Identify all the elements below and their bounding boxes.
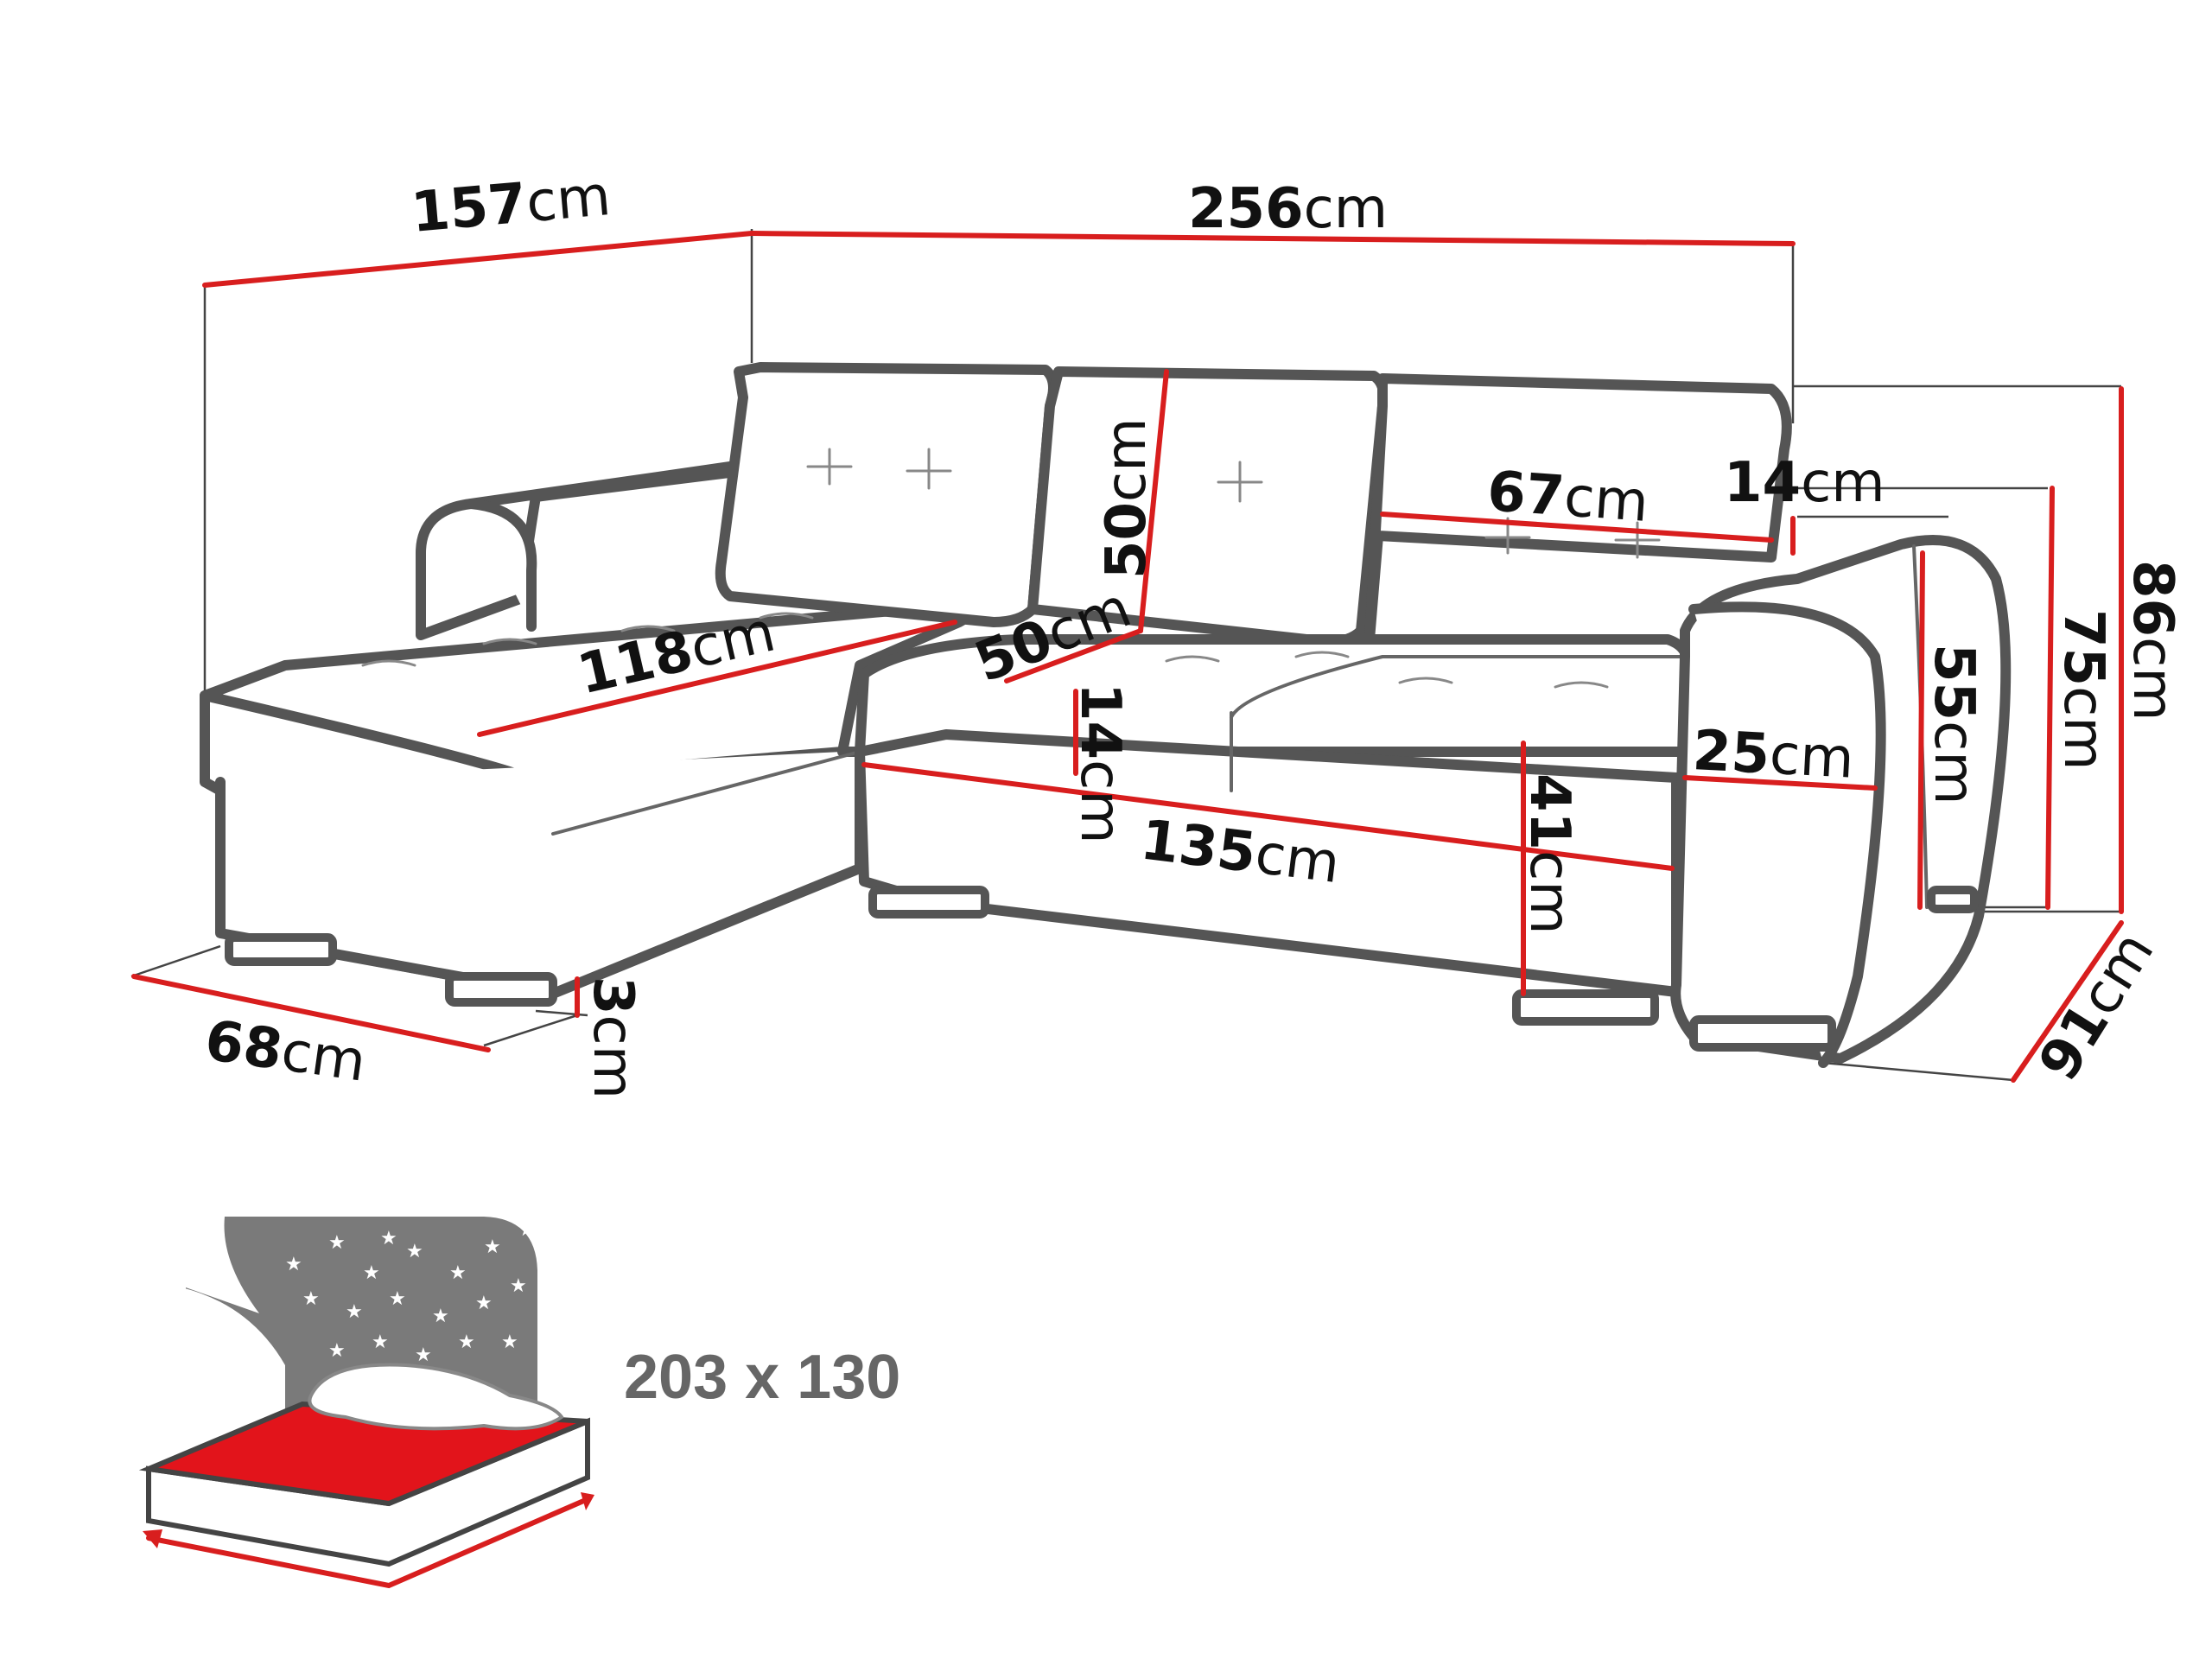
sleep-function-icon: ★★★ ★★★ ★★★ ★★★ ★★★ ★★★ ★★★ bbox=[138, 1217, 594, 1589]
dim-line-seat-depth-50 bbox=[1004, 628, 1143, 683]
svg-text:★: ★ bbox=[328, 1232, 346, 1254]
svg-text:★: ★ bbox=[449, 1262, 467, 1284]
label-back-50: 50cm bbox=[1095, 417, 1159, 579]
svg-text:★: ★ bbox=[510, 1275, 527, 1297]
svg-text:★: ★ bbox=[328, 1340, 346, 1362]
dim-line-135 bbox=[861, 762, 1675, 871]
label-25: 25cm bbox=[1691, 719, 1855, 791]
back-cushion-right bbox=[1364, 373, 1792, 645]
back-cushion-left bbox=[715, 362, 1058, 627]
svg-text:★: ★ bbox=[389, 1288, 406, 1310]
dim-line-91 bbox=[2011, 920, 2124, 1083]
label-86: 86cm bbox=[2120, 560, 2184, 721]
svg-text:★: ★ bbox=[380, 1228, 397, 1249]
star-icon: ★★★ ★★★ ★★★ ★★★ ★★★ ★★★ ★★★ bbox=[207, 1219, 536, 1388]
label-256: 256cm bbox=[1188, 177, 1388, 241]
dim-line-157 bbox=[202, 231, 754, 288]
foot-3 bbox=[868, 886, 989, 918]
dim-line-256 bbox=[749, 231, 1796, 246]
dim-line-118 bbox=[477, 620, 957, 737]
label-75: 75cm bbox=[2051, 609, 2115, 771]
foot-6 bbox=[1927, 886, 1979, 913]
dim-line-68 bbox=[131, 974, 491, 1052]
bed-size-label: 203 x 130 bbox=[624, 1343, 900, 1412]
label-14-seat: 14cm bbox=[1068, 683, 1132, 844]
svg-text:★: ★ bbox=[415, 1344, 432, 1366]
sofa-feet bbox=[225, 886, 1979, 1052]
svg-text:★: ★ bbox=[285, 1254, 302, 1275]
svg-text:★: ★ bbox=[432, 1306, 449, 1327]
label-135: 135cm bbox=[1137, 808, 1343, 896]
bed-mattress bbox=[138, 1401, 589, 1507]
svg-text:★: ★ bbox=[458, 1332, 475, 1353]
label-3: 3cm bbox=[581, 976, 645, 1099]
svg-text:★: ★ bbox=[484, 1236, 501, 1258]
dim-line-25 bbox=[1682, 775, 1878, 791]
svg-text:★: ★ bbox=[372, 1332, 389, 1353]
svg-text:★: ★ bbox=[518, 1219, 536, 1241]
label-67: 67cm bbox=[1485, 460, 1650, 535]
svg-text:★: ★ bbox=[501, 1332, 518, 1353]
svg-text:★: ★ bbox=[406, 1241, 423, 1262]
bed-pillow bbox=[308, 1363, 564, 1431]
label-91: 91cm bbox=[2027, 921, 2167, 1091]
svg-text:★: ★ bbox=[207, 1332, 225, 1353]
svg-text:★: ★ bbox=[233, 1366, 251, 1388]
label-68: 68cm bbox=[201, 1009, 370, 1095]
foot-5 bbox=[1689, 1015, 1836, 1052]
dim-line-75 bbox=[2045, 486, 2055, 910]
label-14-top: 14cm bbox=[1724, 451, 1885, 515]
label-55: 55cm bbox=[1922, 644, 1986, 805]
foot-4 bbox=[1512, 989, 1659, 1026]
svg-text:★: ★ bbox=[363, 1262, 380, 1284]
svg-text:★: ★ bbox=[302, 1288, 320, 1310]
extension-lines bbox=[130, 229, 2121, 1082]
svg-text:★: ★ bbox=[346, 1301, 363, 1323]
dim-line-67 bbox=[1380, 512, 1774, 543]
foot-2 bbox=[445, 972, 557, 1007]
label-157: 157cm bbox=[409, 164, 613, 245]
dim-line-back-50 bbox=[1138, 369, 1169, 633]
label-41: 41cm bbox=[1517, 773, 1581, 935]
svg-text:★: ★ bbox=[475, 1293, 493, 1314]
dimension-lines bbox=[131, 231, 2124, 1083]
dimension-labels: 157cm 256cm 118cm 50cm 50cm 67cm 14cm 14… bbox=[201, 164, 2184, 1099]
dim-line-55 bbox=[1917, 550, 1925, 910]
foot-1 bbox=[225, 933, 337, 966]
